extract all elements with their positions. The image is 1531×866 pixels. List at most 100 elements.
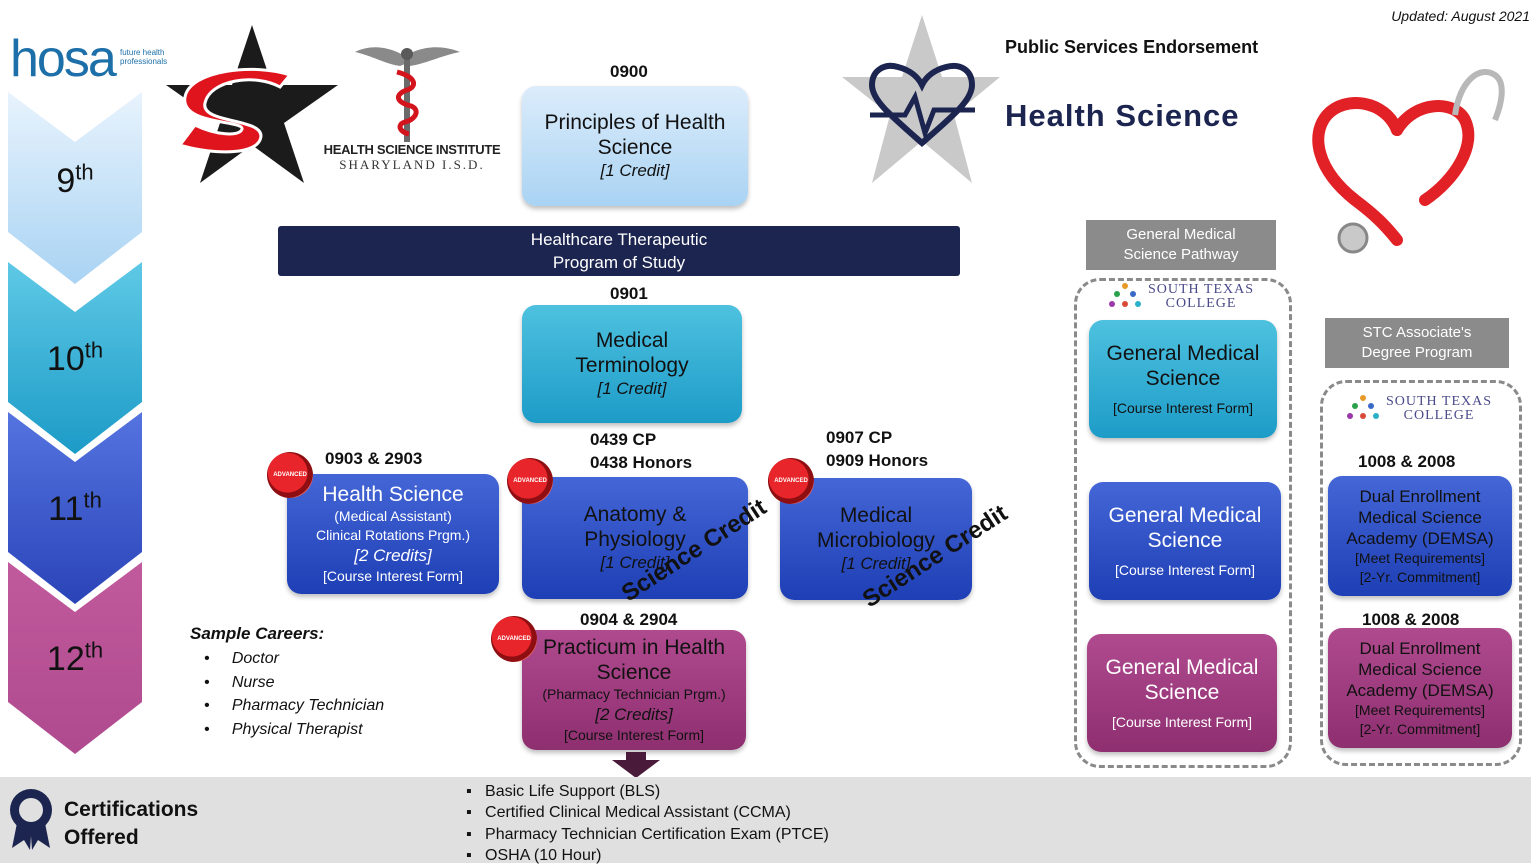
chevron-shape [8, 562, 142, 754]
certifications-list: ▪ Basic Life Support (BLS) ▪ Certified C… [466, 781, 829, 866]
stc-tab-line2: Degree Program [1361, 344, 1473, 361]
micro-credit: [1 Credit] [841, 554, 911, 573]
medterm-credit: [1 Credit] [597, 379, 667, 398]
careers-heading: Sample Careers: [190, 624, 325, 643]
list-item: ▪ Basic Life Support (BLS) [466, 783, 661, 800]
grade-9-chevron: 9th [8, 92, 142, 292]
practicum-code: 0904 & 2904 [580, 610, 678, 629]
program-banner: Healthcare Therapeutic Program of Study [278, 226, 960, 276]
advanced-badge-icon: ADVANCED [491, 616, 537, 662]
grade-10-label: 10th [46, 337, 104, 378]
stc-line1: SOUTH TEXAS [1148, 282, 1255, 297]
practicum-form-link[interactable]: [Course Interest Form] [563, 727, 705, 743]
practicum-credit: [2 Credits] [595, 705, 673, 724]
grade-11-label: 11th [48, 487, 102, 528]
grade-12-chevron: 12th [8, 562, 142, 762]
heartbeat-star-icon [830, 15, 1000, 187]
down-arrow-icon [612, 752, 660, 783]
hs-clinical-code: 0903 & 2903 [325, 449, 423, 468]
page-title: Health Science [1005, 98, 1240, 133]
medterm-course-box[interactable]: Medical Terminology [1 Credit] [522, 305, 742, 423]
anatomy-course-box[interactable]: Anatomy & Physiology [1 Credit] [522, 477, 748, 599]
gms-form-link[interactable]: [Course Interest Form] [1112, 399, 1254, 416]
list-item: • Nurse [204, 673, 275, 691]
demsa-code: 1008 & 2008 [1358, 452, 1456, 471]
stc-line1: SOUTH TEXAS [1386, 394, 1493, 409]
updated-date: Updated: August 2021 [1391, 8, 1530, 24]
anatomy-title: Anatomy & Physiology [583, 503, 687, 551]
principles-course-box[interactable]: Principles of Health Science [1 Credit] [522, 86, 748, 206]
principles-code: 0900 [610, 62, 648, 81]
institute-line1: HEALTH SCIENCE INSTITUTE [323, 142, 501, 157]
program-banner-line2: Program of Study [552, 253, 686, 272]
ribbon-award-icon [8, 788, 54, 855]
principles-credit: [1 Credit] [600, 161, 670, 180]
demsa-box-12[interactable]: Dual Enrollment Medical Science Academy … [1328, 628, 1512, 748]
practicum-course-box[interactable]: Practicum in Health Science (Pharmacy Te… [522, 630, 746, 750]
list-item: ▪ OSHA (10 Hour) [466, 846, 602, 864]
advanced-badge-icon: ADVANCED [507, 458, 553, 504]
anatomy-credit: [1 Credit] [600, 553, 670, 572]
caduceus-icon [355, 42, 460, 142]
practicum-sub: (Pharmacy Technician Prgm.) [542, 686, 726, 702]
gms-form-link[interactable]: [Course Interest Form] [1111, 713, 1253, 730]
demsa-box-11[interactable]: Dual Enrollment Medical Science Academy … [1328, 476, 1512, 596]
grade-11-chevron: 11th [8, 412, 142, 612]
stc-line2: COLLEGE [1403, 408, 1475, 423]
demsa-commit: [2-Yr. Commitment] [1359, 720, 1481, 737]
certifications-footer [0, 777, 1531, 863]
endorsement-title: Public Services Endorsement [1005, 37, 1259, 57]
demsa-req: [Meet Requirements] [1355, 549, 1485, 566]
gms-title: General Medical Science [1105, 655, 1259, 704]
gms-box-12[interactable]: General Medical Science [Course Interest… [1087, 634, 1277, 752]
gms-box-11[interactable]: General Medical Science [Course Interest… [1089, 482, 1281, 600]
hs-clinical-form-link[interactable]: [Course Interest Form] [322, 568, 464, 584]
stethoscope-heart-icon [1305, 60, 1515, 260]
demsa-code: 1008 & 2008 [1362, 610, 1460, 629]
list-item: • Pharmacy Technician [204, 697, 385, 714]
careers-list: • Doctor • Nurse • Pharmacy Technician •… [190, 647, 384, 741]
micro-course-box[interactable]: Medical Microbiology [1 Credit] [780, 478, 972, 600]
cert-label-line1: Certifications [64, 798, 199, 821]
stc-people-icon [1347, 395, 1379, 419]
gms-pathway-tab: General Medical Science Pathway [1086, 220, 1276, 270]
practicum-title: Practicum in Health Science [542, 636, 726, 684]
grade-12-label: 12th [46, 637, 104, 678]
medterm-title: Medical Terminology [575, 329, 689, 377]
list-item: ▪ Pharmacy Technician Certification Exam… [466, 825, 829, 843]
advanced-badge-icon: ADVANCED [768, 458, 814, 504]
hs-clinical-credit: [2 Credits] [354, 546, 432, 565]
grade-9-label: 9th [56, 159, 94, 200]
hosa-logo: hosa future health professionals [10, 30, 180, 90]
grade-10-chevron: 10th [8, 262, 142, 462]
medterm-code: 0901 [610, 284, 648, 303]
hosa-logo-text: hosa [10, 30, 117, 88]
cert-label-line2: Offered [64, 826, 139, 849]
hs-clinical-course-box[interactable]: Health Science (Medical Assistant) Clini… [287, 474, 499, 594]
advanced-badge-icon: ADVANCED [267, 452, 313, 498]
program-banner-line1: Healthcare Therapeutic [530, 230, 708, 249]
stc-program-frame [1320, 380, 1522, 766]
gms-title: General Medical Science [1106, 341, 1260, 390]
micro-code-cp: 0907 CP [826, 428, 893, 447]
demsa-title: Dual Enrollment Medical Science Academy … [1346, 486, 1494, 548]
stc-program-tab: STC Associate's Degree Program [1325, 318, 1509, 368]
hosa-tagline: future health professionals [120, 48, 168, 66]
list-item: • Doctor [204, 650, 279, 667]
stc-people-icon [1109, 283, 1141, 307]
stc-tab-line1: STC Associate's [1362, 324, 1472, 341]
hs-clinical-title: Health Science [322, 483, 464, 506]
gms-box-10[interactable]: General Medical Science [Course Interest… [1089, 320, 1277, 438]
chevron-shape [8, 262, 142, 454]
gms-form-link[interactable]: [Course Interest Form] [1114, 561, 1256, 578]
hs-clinical-sub2: Clinical Rotations Prgm.) [315, 527, 471, 543]
demsa-title: Dual Enrollment Medical Science Academy … [1346, 638, 1494, 700]
gms-tab-line1: General Medical [1126, 226, 1236, 243]
chevron-shape [8, 412, 142, 604]
gms-title: General Medical Science [1108, 503, 1262, 552]
micro-code-honors: 0909 Honors [826, 451, 929, 470]
certifications-label: Certifications Offered [64, 796, 198, 852]
gms-tab-line2: Science Pathway [1123, 246, 1239, 263]
hs-clinical-sub1: (Medical Assistant) [334, 508, 452, 524]
